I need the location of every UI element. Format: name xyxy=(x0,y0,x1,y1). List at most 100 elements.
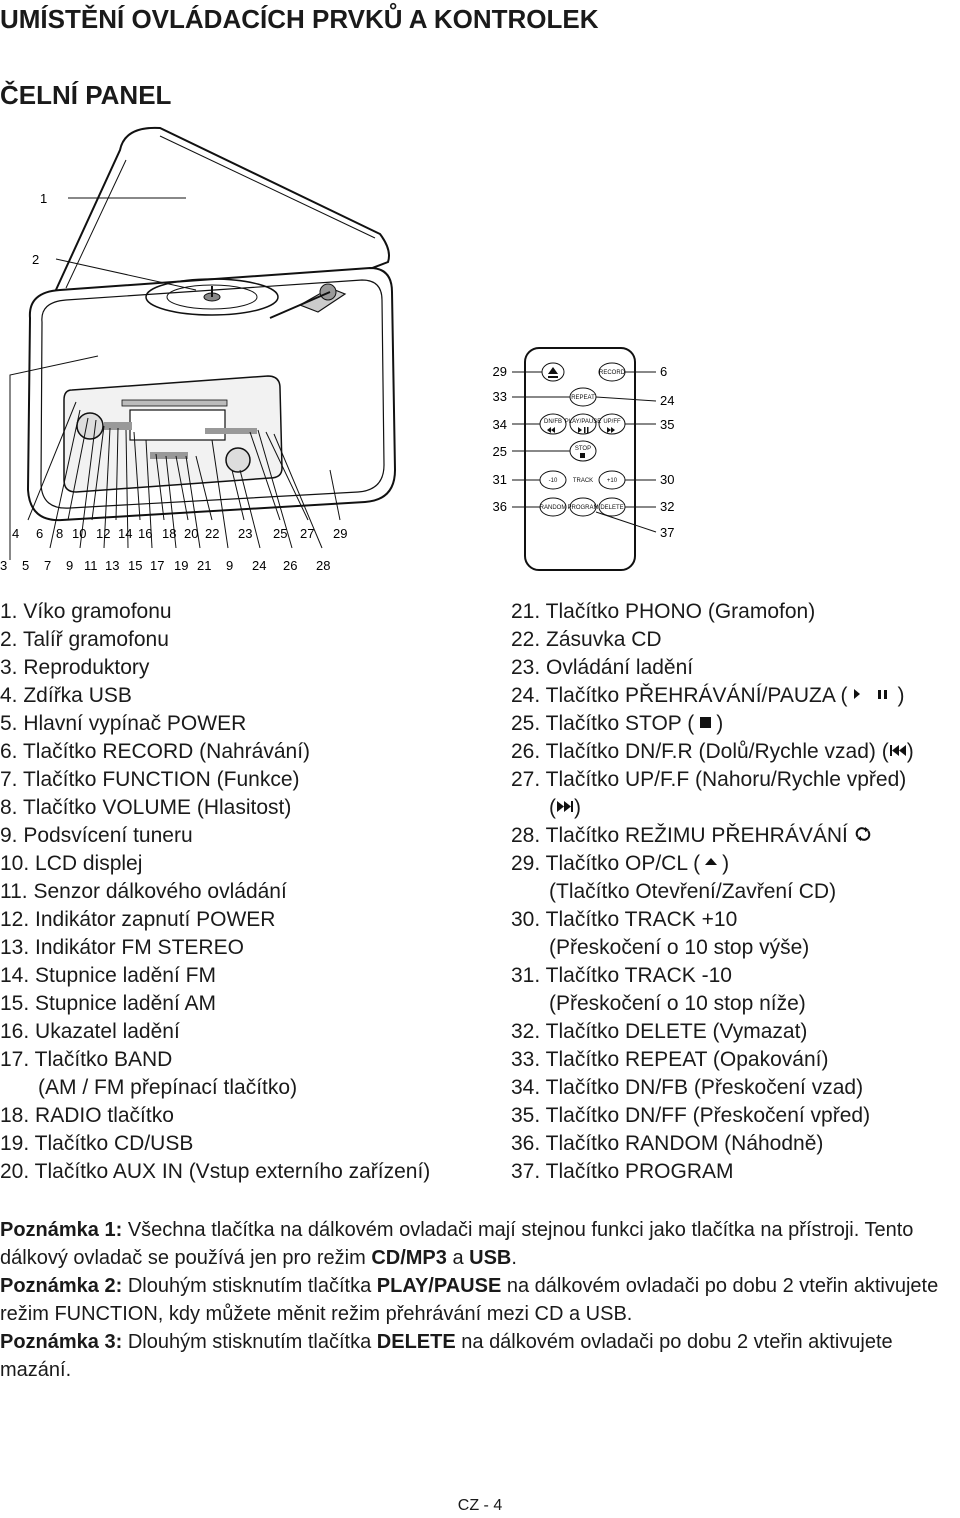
list-item: 7. Tlačítko FUNCTION (Funkce) xyxy=(0,768,300,791)
callout-2: 2 xyxy=(32,252,39,267)
remote-label: DELETE xyxy=(600,505,623,511)
remote-label: UP/FF xyxy=(603,419,621,425)
note-2: Poznámka 2: Dlouhým stisknutím tlačítka … xyxy=(0,1272,960,1328)
list-item: 2. Talíř gramofonu xyxy=(0,628,169,651)
list-item: 33. Tlačítko REPEAT (Opakování) xyxy=(511,1048,829,1071)
callout: 29 xyxy=(333,526,347,541)
note-bold: USB xyxy=(469,1247,512,1269)
remote-callout: 29 xyxy=(493,364,507,379)
callout: 4 xyxy=(12,526,19,541)
parts-list-left: 1. Víko gramofonu 2. Talíř gramofonu 3. … xyxy=(0,598,495,1186)
remote-callout: 31 xyxy=(493,472,507,487)
note-text: na dálkovém ovladači po dobu 2 vteřin ak… xyxy=(0,1275,939,1325)
stop-icon xyxy=(580,453,585,458)
callout: 5 xyxy=(22,558,29,573)
list-item-text: 24. Tlačítko PŘEHRÁVÁNÍ/PAUZA ( xyxy=(511,684,848,707)
list-item: (Přeskočení o 10 stop níže) xyxy=(549,992,806,1015)
remote-callout: 35 xyxy=(660,417,674,432)
callout: 23 xyxy=(238,526,252,541)
list-item: 11. Senzor dálkového ovládání xyxy=(0,880,287,903)
volume-knob xyxy=(76,412,104,440)
list-item-text: 25. Tlačítko STOP ( xyxy=(511,712,695,735)
callout-row-1: 4 6 8 10 12 14 16 18 20 22 23 25 27 29 xyxy=(12,526,347,541)
list-item: 21. Tlačítko PHONO (Gramofon) xyxy=(511,600,816,623)
remote-callout: 37 xyxy=(660,525,674,540)
parts-list-right: 21. Tlačítko PHONO (Gramofon) 22. Zásuvk… xyxy=(511,598,960,1186)
remote-callout: 25 xyxy=(493,444,507,459)
list-item: 6. Tlačítko RECORD (Nahrávání) xyxy=(0,740,311,763)
note-text: a xyxy=(446,1247,470,1269)
list-item: 3. Reproduktory xyxy=(0,656,150,679)
eject-icon xyxy=(705,858,718,865)
note-label: Poznámka 3: xyxy=(0,1331,123,1353)
list-item: 20. Tlačítko AUX IN (Vstup externího zař… xyxy=(0,1160,431,1183)
remote-callout: 32 xyxy=(660,499,674,514)
stop-icon xyxy=(700,717,712,728)
turntable-lid xyxy=(53,126,390,294)
remote-label: DN/FB xyxy=(544,419,562,425)
list-item: 8. Tlačítko VOLUME (Hlasitost) xyxy=(0,796,292,819)
list-item: 34. Tlačítko DN/FB (Přeskočení vzad) xyxy=(511,1076,864,1099)
remote-label: STOP xyxy=(575,446,591,452)
callout: 16 xyxy=(138,526,152,541)
list-item: 10. LCD displej xyxy=(0,852,143,875)
list-item: 15. Stupnice ladění AM xyxy=(0,992,216,1015)
remote-label: TRACK xyxy=(573,478,593,484)
lcd-panel xyxy=(129,409,226,441)
note-bold: CD/MP3 xyxy=(371,1247,447,1269)
list-item: 17. Tlačítko BAND xyxy=(0,1048,173,1071)
list-item: 13. Indikátor FM STEREO xyxy=(0,936,244,959)
rewind-icon xyxy=(547,427,555,433)
callout: 18 xyxy=(162,526,176,541)
list-item: 30. Tlačítko TRACK +10 xyxy=(511,908,738,931)
list-item: 18. RADIO tlačítko xyxy=(0,1104,174,1127)
callout: 12 xyxy=(96,526,110,541)
remote-label: +10 xyxy=(607,478,618,484)
list-item: 12. Indikátor zapnutí POWER xyxy=(0,908,276,931)
note-3: Poznámka 3: Dlouhým stisknutím tlačítka … xyxy=(0,1328,960,1384)
note-text: Všechna tlačítka na dálkovém ovladači ma… xyxy=(0,1219,914,1269)
tuning-knob xyxy=(225,447,251,473)
callout: 10 xyxy=(72,526,86,541)
list-item: 23. Ovládání ladění xyxy=(511,656,694,679)
list-item: 27. Tlačítko UP/F.F (Nahoru/Rychle vpřed… xyxy=(511,768,907,791)
fast-forward-icon xyxy=(607,427,615,433)
callout: 9 xyxy=(226,558,233,573)
callout: 9 xyxy=(66,558,73,573)
remote-callout: 33 xyxy=(493,389,507,404)
callout: 15 xyxy=(128,558,142,573)
callout: 20 xyxy=(184,526,198,541)
skip-back-icon xyxy=(889,745,906,756)
remote-label: -10 xyxy=(549,478,558,484)
list-item: 1. Víko gramofonu xyxy=(0,600,172,623)
page-title: UMÍSTĚNÍ OVLÁDACÍCH PRVKŮ A KONTROLEK xyxy=(0,4,599,34)
repeat-icon xyxy=(855,827,871,841)
callout: 22 xyxy=(205,526,219,541)
note-label: Poznámka 2: xyxy=(0,1275,123,1297)
note-text: Dlouhým stisknutím tlačítka xyxy=(122,1275,377,1297)
note-bold: DELETE xyxy=(376,1331,456,1353)
list-item: 35. Tlačítko DN/FF (Přeskočení vpřed) xyxy=(511,1104,871,1127)
play-pause-icon xyxy=(853,689,887,699)
play-pause-icon xyxy=(578,427,589,433)
front-panel-figure: 1 2 4 6 8 10 12 14 16 18 20 22 23 25 27 … xyxy=(0,126,674,573)
list-item: 14. Stupnice ladění FM xyxy=(0,964,216,987)
callout: 13 xyxy=(105,558,119,573)
list-item: 24. Tlačítko PŘEHRÁVÁNÍ/PAUZA () xyxy=(511,684,905,707)
list-item: 22. Zásuvka CD xyxy=(511,628,662,651)
section-title: ČELNÍ PANEL xyxy=(0,80,172,110)
callout: 8 xyxy=(56,526,63,541)
list-item: 28. Tlačítko REŽIMU PŘEHRÁVÁNÍ xyxy=(511,822,960,850)
note-bold: PLAY/PAUSE xyxy=(376,1275,502,1297)
notes-section: Poznámka 1: Všechna tlačítka na dálkovém… xyxy=(0,1216,960,1384)
callout: 17 xyxy=(150,558,164,573)
skip-forward-icon xyxy=(557,801,573,812)
list-item: (AM / FM přepínací tlačítko) xyxy=(38,1076,298,1099)
callout: 26 xyxy=(283,558,297,573)
list-item: 5. Hlavní vypínač POWER xyxy=(0,712,247,735)
callout: 27 xyxy=(300,526,314,541)
note-text: Dlouhým stisknutím tlačítka xyxy=(122,1331,377,1353)
remote-label: RECORD xyxy=(599,370,626,376)
remote-label: RANDOM xyxy=(540,505,567,511)
callout: 24 xyxy=(252,558,266,573)
